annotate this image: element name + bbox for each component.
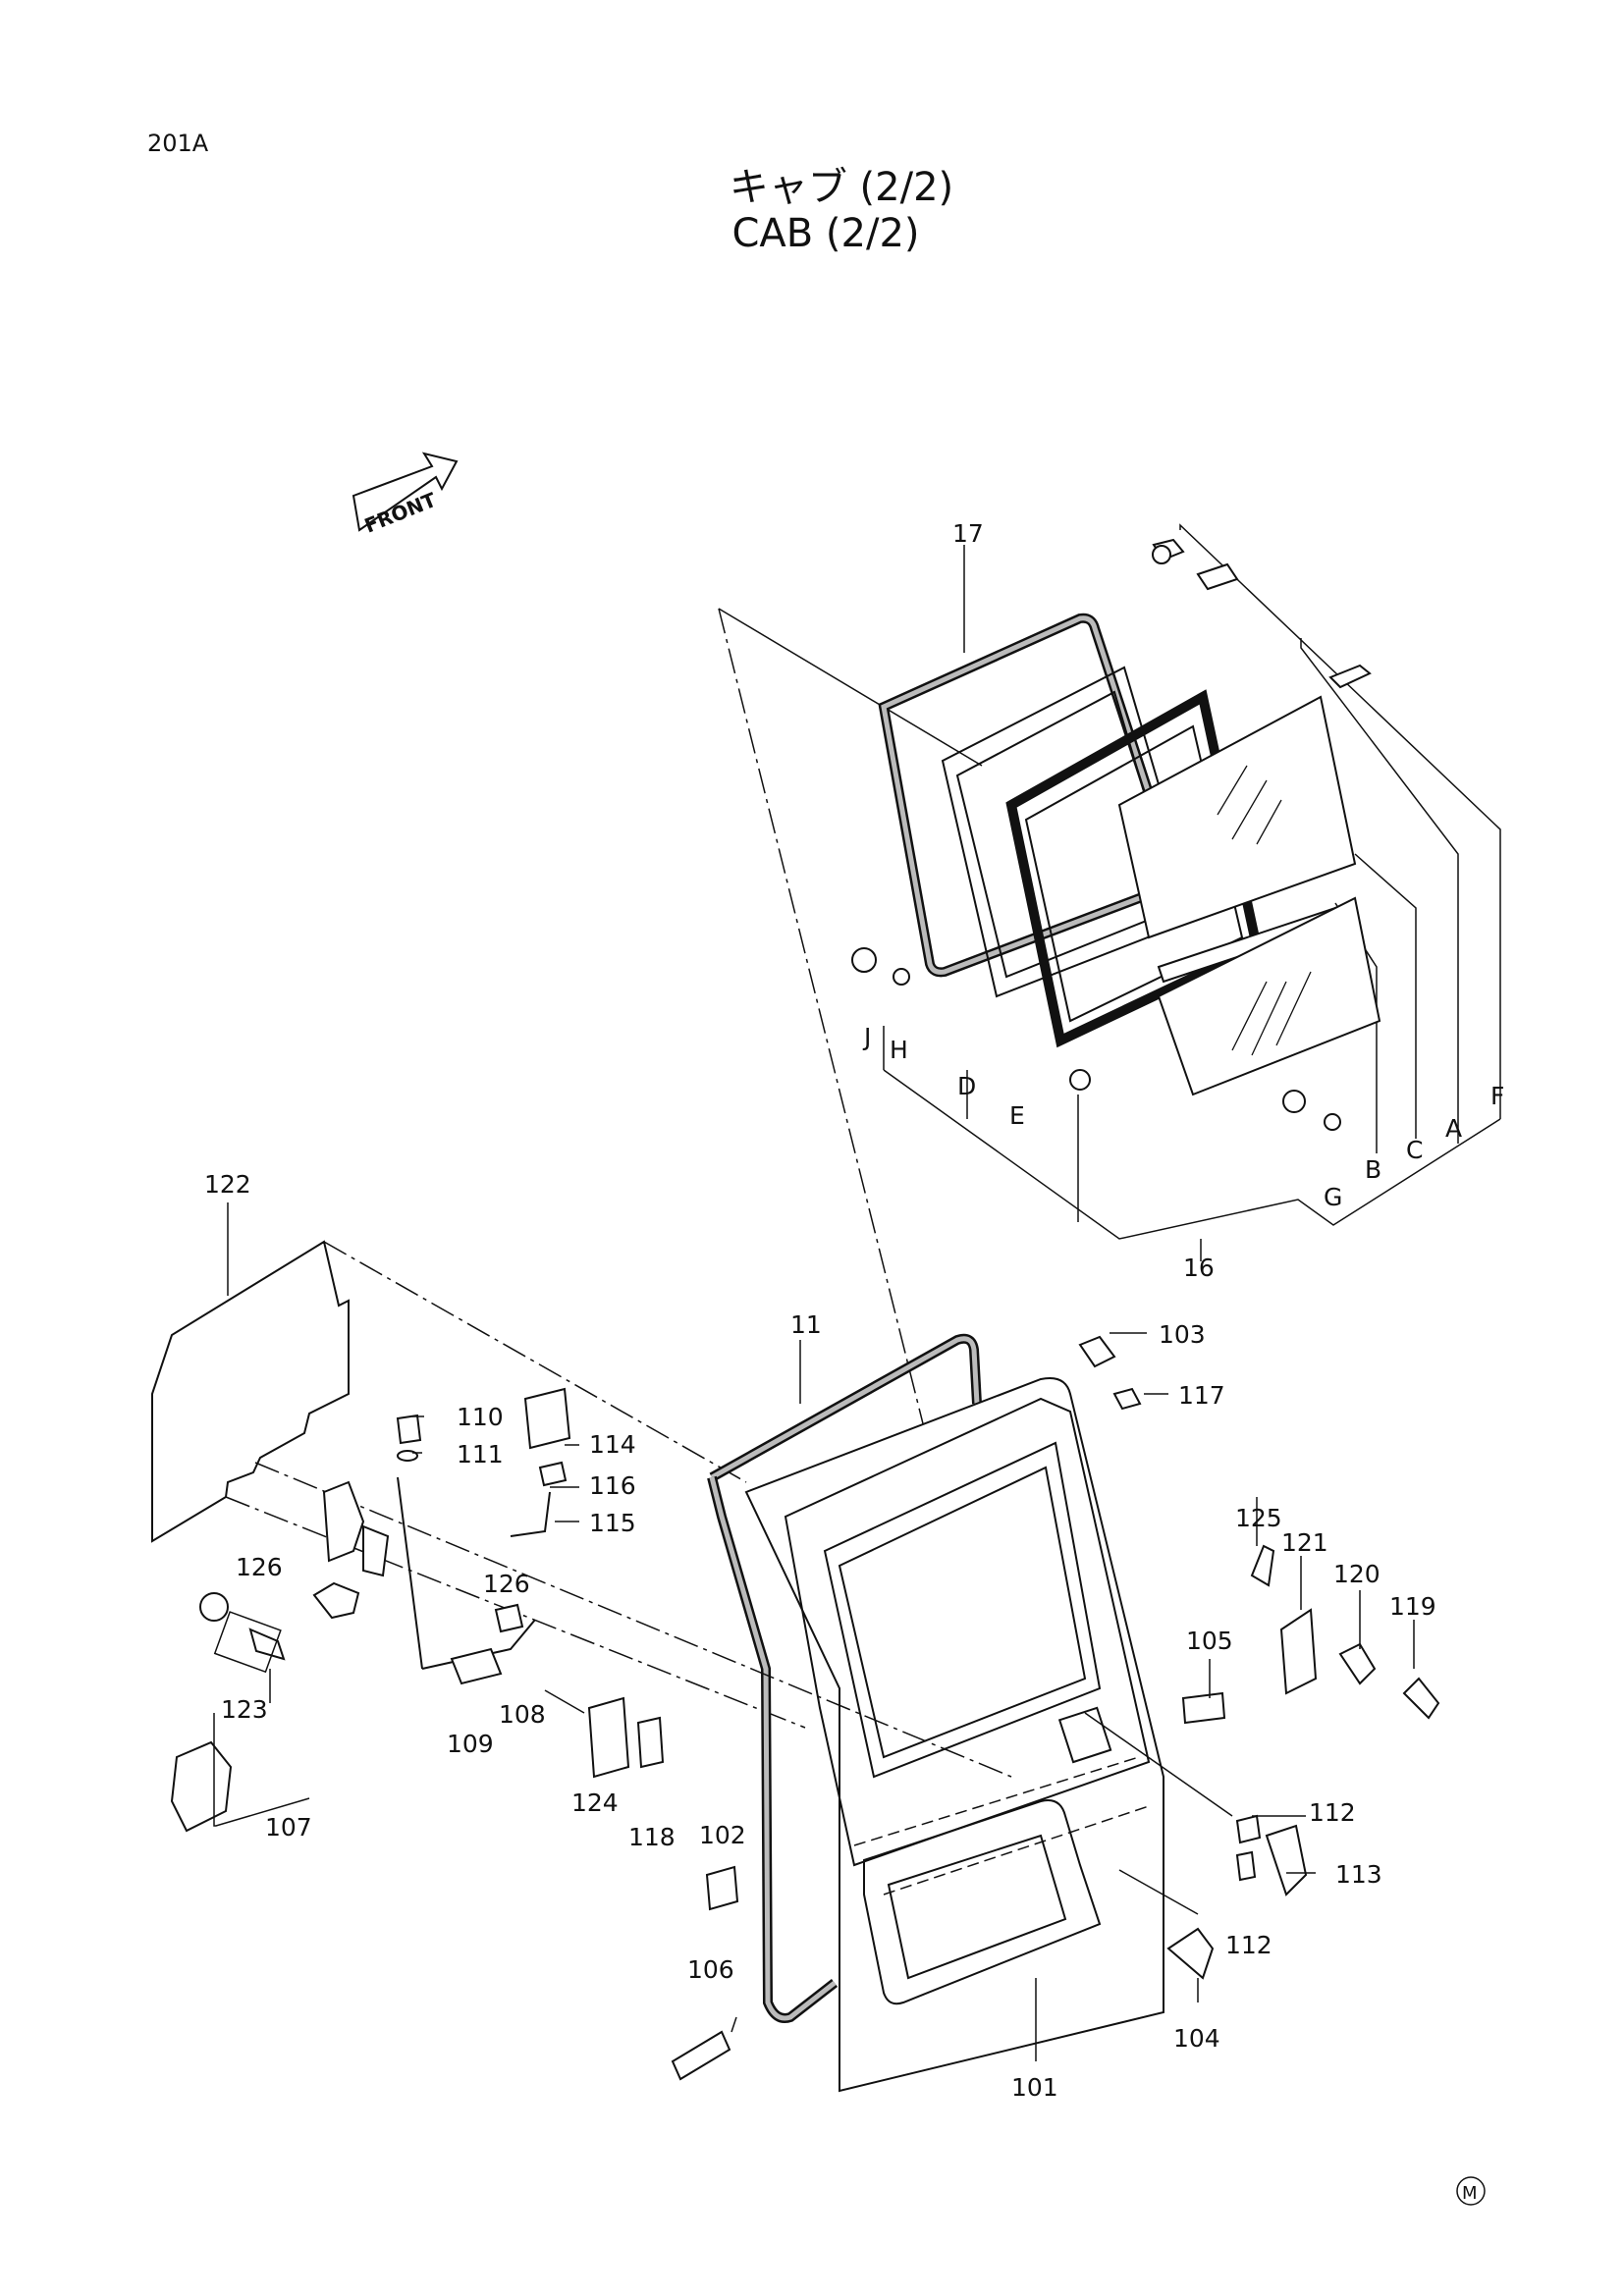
callout-103: 103 [1159, 1320, 1206, 1349]
callout-16: 16 [1183, 1254, 1215, 1282]
callout-121: 121 [1281, 1528, 1328, 1557]
callout-G: G [1324, 1183, 1342, 1211]
callout-104: 104 [1173, 2024, 1220, 2053]
callout-112a: 112 [1309, 1798, 1356, 1827]
callout-126a: 126 [236, 1553, 283, 1581]
callout-107: 107 [265, 1813, 312, 1842]
page-id: 201A [147, 130, 209, 157]
callout-E: E [1009, 1101, 1025, 1130]
callout-124: 124 [571, 1789, 619, 1817]
callout-11: 11 [790, 1310, 822, 1339]
callout-B: B [1365, 1155, 1381, 1184]
callout-114: 114 [589, 1430, 636, 1459]
callout-125: 125 [1235, 1504, 1282, 1532]
model-mark-letter: M [1462, 2183, 1478, 2204]
callout-120: 120 [1333, 1560, 1380, 1588]
title-japanese: キャブ (2/2) [729, 165, 954, 210]
callout-F: F [1490, 1082, 1504, 1110]
callout-D: D [957, 1072, 976, 1100]
callout-105: 105 [1186, 1627, 1233, 1655]
callout-101: 101 [1011, 2073, 1058, 2102]
callout-J: J [862, 1023, 871, 1051]
callout-110: 110 [457, 1403, 504, 1431]
callout-17: 17 [952, 519, 984, 548]
callout-119: 119 [1389, 1592, 1436, 1621]
callout-115: 115 [589, 1509, 636, 1537]
callout-C: C [1406, 1136, 1423, 1164]
lock-mechanism [170, 1335, 1440, 2081]
callout-111: 111 [457, 1440, 504, 1468]
callout-labels: 17 16 11 A B C D E F G H J 101 102 103 1… [204, 519, 1504, 2102]
callout-113: 113 [1335, 1860, 1382, 1889]
callout-leaders [213, 545, 1415, 2061]
front-arrow: FRONT [352, 452, 459, 538]
callout-117: 117 [1178, 1381, 1225, 1410]
callout-122: 122 [204, 1170, 251, 1199]
callout-123: 123 [221, 1695, 268, 1724]
callout-112b: 112 [1225, 1931, 1272, 1959]
callout-H: H [890, 1036, 908, 1064]
callout-106: 106 [687, 1955, 734, 1984]
callout-118: 118 [628, 1823, 676, 1851]
callout-108: 108 [499, 1700, 546, 1729]
callout-126b: 126 [483, 1570, 530, 1598]
title-english: CAB (2/2) [731, 211, 920, 256]
callout-109: 109 [447, 1730, 494, 1758]
model-mark: M [1456, 2176, 1486, 2206]
callout-116: 116 [589, 1471, 636, 1500]
callout-A: A [1445, 1114, 1462, 1143]
upper-window-assembly [718, 523, 1501, 1601]
callout-102: 102 [699, 1821, 746, 1849]
door-assembly [254, 1333, 1233, 2093]
